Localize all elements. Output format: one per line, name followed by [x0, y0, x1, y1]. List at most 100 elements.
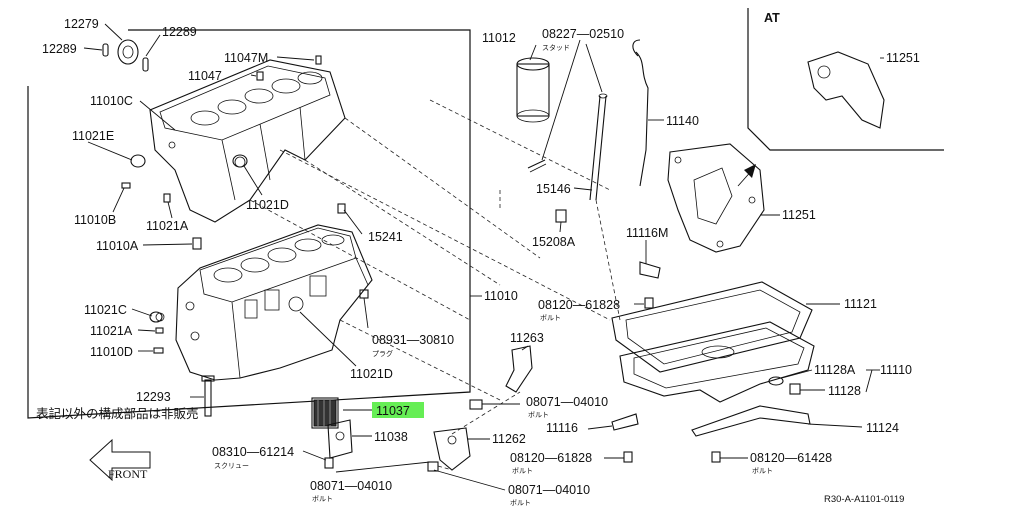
leader-11110-bracket: [865, 369, 873, 393]
bolt-08120-b: [623, 451, 633, 463]
label-08120-b: 08120—61828: [510, 451, 592, 465]
label-11021a: 11021A: [90, 324, 133, 338]
oil-level-gauge-11140: [632, 39, 649, 187]
jp-screw: スクリュー: [214, 462, 249, 470]
jp-bolt-f: ボルト: [752, 467, 773, 475]
label-15208a: 15208A: [532, 235, 576, 249]
bolt-15208a: [555, 209, 567, 223]
plug-11021d-top: [232, 154, 248, 168]
jp-bolt-b: ボルト: [540, 314, 561, 322]
pin-12289-left: [102, 43, 109, 57]
label-11251-at: 11251: [886, 51, 920, 65]
label-08071-a: 08071—04010: [310, 479, 392, 493]
plug-11021e: [130, 154, 146, 168]
cylinder-block-main: [155, 224, 373, 381]
label-08931: 08931—30810: [372, 333, 454, 347]
label-11010: 11010: [484, 289, 518, 303]
label-11262: 11262: [492, 432, 526, 446]
gauge-guide-15146: [589, 93, 608, 201]
dowel-11021a: [155, 327, 164, 334]
label-11121: 11121: [844, 297, 877, 311]
label-11038: 11038: [374, 430, 408, 444]
jp-bolt-d: ボルト: [512, 467, 533, 475]
jp-bolt-e: ボルト: [510, 499, 531, 507]
dowel-11010a: [192, 237, 202, 250]
label-11037: 11037: [376, 404, 410, 418]
jp-plug: プラグ: [372, 349, 393, 358]
seal-12279: [117, 39, 139, 65]
label-11021a-top: 11021A: [146, 219, 189, 233]
label-11128a: 11128A: [814, 363, 856, 377]
bolt-15241: [337, 203, 346, 214]
bolt-08120-a: [644, 297, 654, 309]
rear-plate-11251: [667, 143, 765, 253]
front-arrow-icon: [89, 438, 151, 482]
baffle-11124: [691, 405, 811, 437]
label-11140: 11140: [666, 114, 699, 128]
label-11263: 11263: [510, 331, 544, 345]
label-11021e: 11021E: [72, 129, 114, 143]
jp-stud: スタッド: [542, 43, 570, 52]
bracket-11116: [611, 413, 639, 431]
label-11116m: 11116M: [626, 226, 668, 240]
label-08071-b: 08071—04010: [526, 395, 608, 409]
pin-12289-right: [142, 57, 149, 72]
plug-11128a: [768, 376, 784, 386]
bracket-11116m: [639, 261, 661, 279]
bracket-11262: [433, 427, 471, 471]
at-inset-frame: [747, 8, 944, 151]
plug-11021c: [149, 311, 163, 323]
bolt-08120-c: [711, 451, 721, 463]
diagram-code: R30-A-A1101-0119: [824, 494, 904, 505]
label-11128: 11128: [828, 384, 861, 398]
label-08310: 08310—61214: [212, 445, 294, 459]
highlight-11037: [372, 402, 424, 418]
label-11010b: 11010B: [74, 213, 116, 227]
dowel-11021a-top: [163, 193, 171, 203]
label-11124: 11124: [866, 421, 899, 435]
rear-plate-at-11251: [807, 51, 885, 129]
label-12293: 12293: [136, 390, 171, 404]
oil-pan-gasket-11121: [611, 281, 813, 373]
label-08120-c: 08120—61428: [750, 451, 832, 465]
label-11110: 11110: [880, 363, 912, 377]
bracket-11263: [505, 345, 533, 393]
plug-11047m: [315, 55, 322, 65]
leader-lines: [83, 23, 884, 491]
label-at: AT: [764, 11, 780, 25]
label-12279: 12279: [64, 17, 99, 31]
label-11010c: 11010C: [90, 94, 133, 108]
label-11251: 11251: [782, 208, 816, 222]
note-not-sold: 表記以外の構成部品は非販売: [36, 406, 199, 421]
jp-bolt-a: ボルト: [312, 495, 333, 503]
label-11012: 11012: [482, 31, 516, 45]
label-12289-left: 12289: [42, 42, 77, 56]
stud-12293: [201, 375, 215, 417]
label-15241: 15241: [368, 230, 403, 244]
label-11021d: 11021D: [350, 367, 393, 381]
dowel-11010d: [153, 347, 164, 354]
front-label: FRONT: [108, 467, 148, 481]
label-08120-a: 08120—61828: [538, 298, 620, 312]
bolt-08071-b: [469, 399, 483, 410]
plug-11047: [256, 71, 264, 81]
label-12289-right: 12289: [162, 25, 197, 39]
dowel-11010b: [121, 182, 131, 189]
jp-bolt-c: ボルト: [528, 411, 549, 419]
label-15146: 15146: [536, 182, 571, 196]
oil-pan-11110: [619, 321, 815, 403]
label-11047m: 11047M: [224, 51, 268, 65]
label-08227: 08227—02510: [542, 27, 624, 41]
oil-filter-11037: [311, 397, 339, 429]
label-11021d-top: 11021D: [246, 198, 289, 212]
cylinder-liner-11012: [516, 57, 550, 123]
label-11047: 11047: [188, 69, 222, 83]
filter-bracket-11038: [327, 419, 353, 459]
label-11010a: 11010A: [96, 239, 139, 253]
label-11021c: 11021C: [84, 303, 127, 317]
at-arrow: [737, 164, 756, 187]
stud-08227: [527, 159, 547, 173]
label-11116: 11116: [546, 421, 578, 435]
label-11010d: 11010D: [90, 345, 133, 359]
